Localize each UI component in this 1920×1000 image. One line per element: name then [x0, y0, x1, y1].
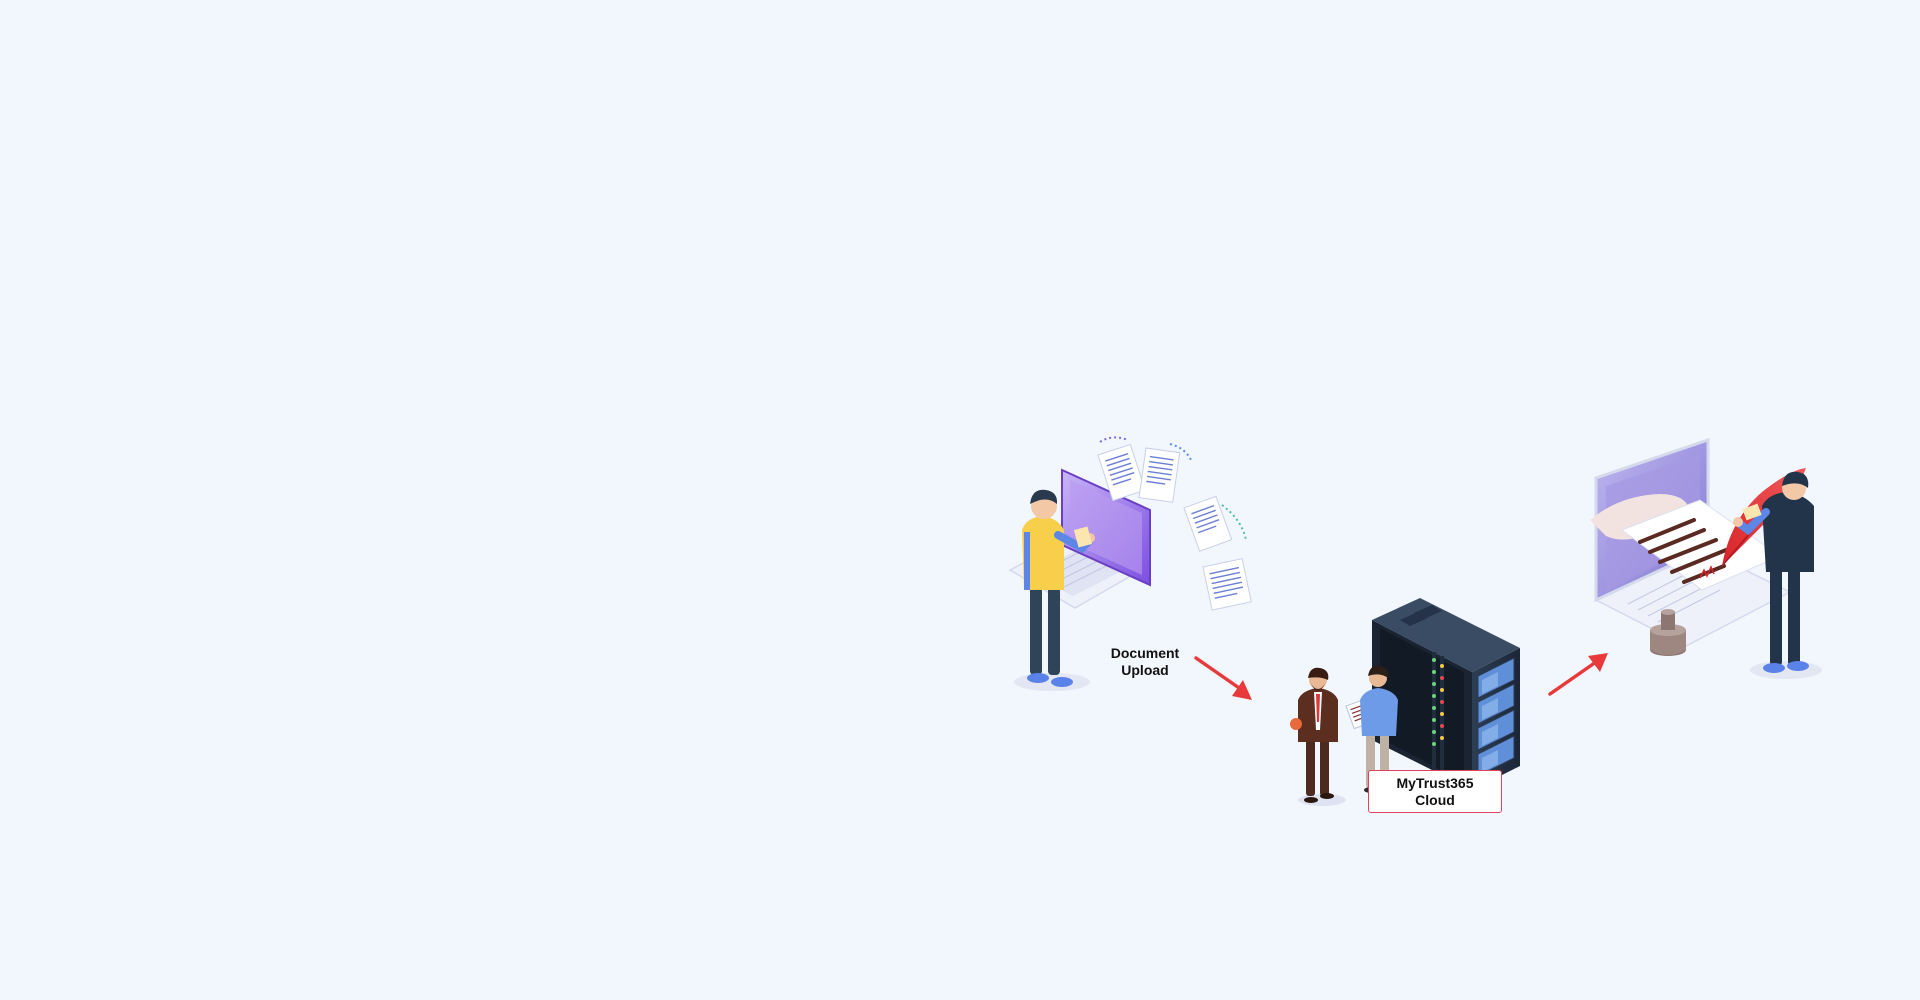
person-with-laptop-icon	[1008, 468, 1152, 691]
document-upload-label: Document Upload	[1110, 645, 1180, 678]
server-rack-icon	[1372, 598, 1520, 790]
flying-documents-icon	[1097, 436, 1252, 611]
mytrust365-cloud-label: MyTrust365 Cloud	[1368, 770, 1502, 813]
laptop-with-signature-icon	[1590, 437, 1792, 647]
arrow-upload-to-cloud	[1194, 656, 1252, 700]
inkwell-icon	[1650, 609, 1686, 656]
arrow-cloud-to-signature	[1548, 653, 1608, 696]
businessmen-icon	[1290, 665, 1398, 806]
signing-person-icon	[1733, 471, 1822, 679]
